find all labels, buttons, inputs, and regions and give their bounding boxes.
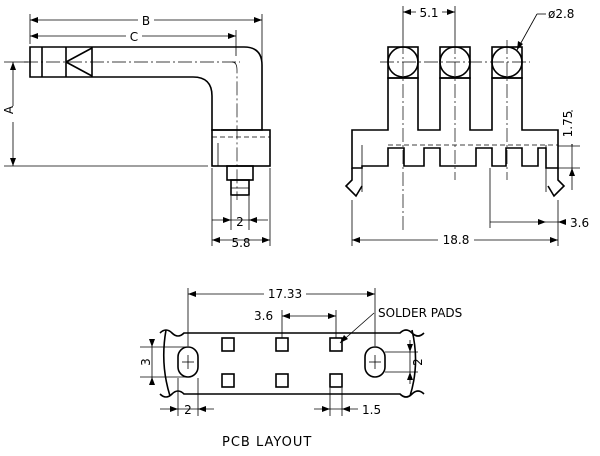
- side-vertical-centerline: [231, 61, 238, 200]
- pcb-layout-caption: PCB LAYOUT: [222, 435, 312, 450]
- pcb-slot-left: [177, 346, 199, 378]
- pcb-strip-break-r: [409, 329, 417, 397]
- side-view: B C A 2 5.8: [2, 13, 271, 250]
- dim-dia-label: ø2.8: [548, 7, 574, 21]
- dim-2-label: 2: [236, 215, 244, 229]
- pcb-pad-1: [221, 337, 235, 352]
- dim-2b-label: 2: [184, 403, 192, 417]
- dim-58-label: 5.8: [231, 236, 250, 250]
- pcb-strip-bottom: [159, 390, 425, 398]
- side-stem: [226, 165, 254, 181]
- dim-1733-label: 17.33: [268, 287, 302, 301]
- side-lever-arrow-a: [65, 47, 93, 63]
- side-pin: [230, 179, 250, 196]
- side-body: [211, 129, 271, 167]
- pcb-layout: 17.33 3.6 SOLDER PADS 3 2 2: [139, 286, 462, 450]
- solder-pads-label: SOLDER PADS: [378, 306, 462, 320]
- front-view: 5.1 ø2.8 1.75 3.6 18.8: [344, 5, 589, 247]
- dim-3-label: 3: [139, 358, 153, 366]
- side-lever-arrow-b: [65, 61, 93, 77]
- dim-36-label: 3.6: [570, 216, 589, 230]
- pcb-pad-4: [221, 373, 235, 388]
- side-lever-outline: [29, 46, 263, 131]
- front-right-hook: [547, 168, 566, 198]
- dim-a-label: A: [2, 105, 16, 114]
- pcb-pad-5: [275, 373, 289, 388]
- pcb-pad-3: [329, 337, 343, 352]
- dim-pcb36-label: 3.6: [254, 309, 273, 323]
- pcb-pad-2: [275, 337, 289, 352]
- dim-15-label: 1.5: [362, 403, 381, 417]
- dim-188-label: 18.8: [443, 233, 470, 247]
- front-left-hook: [344, 168, 363, 198]
- dim-c-label: C: [130, 30, 138, 44]
- dim-b-label: B: [142, 14, 150, 28]
- pcb-strip-break-l: [162, 329, 171, 397]
- pcb-strip-top: [159, 329, 425, 337]
- dim-175-label: 1.75: [561, 111, 575, 138]
- dim-51-label: 5.1: [419, 6, 438, 20]
- pcb-slot-right: [364, 346, 386, 378]
- pcb-pad-6: [329, 373, 343, 388]
- dim-2r-label: 2: [411, 358, 425, 366]
